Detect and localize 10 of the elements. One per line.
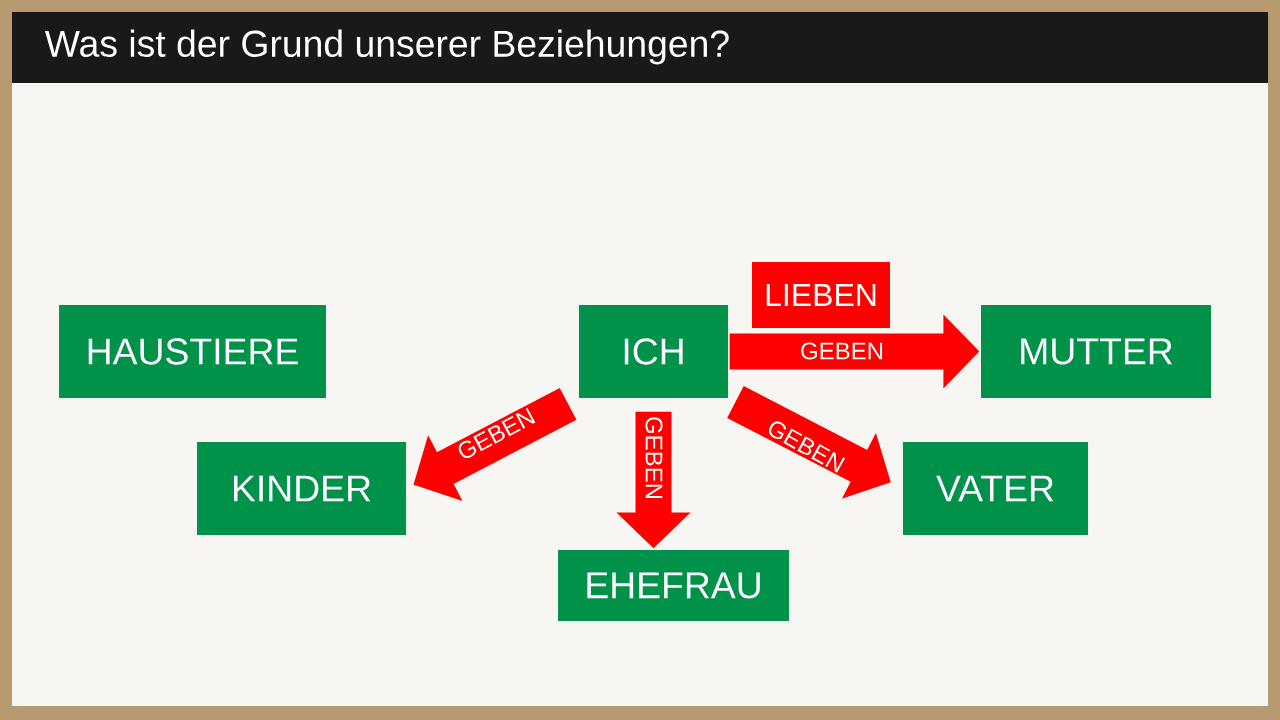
person-box: VATER <box>903 441 1089 536</box>
edge-label: GEBEN <box>801 342 883 360</box>
edge-label: GEBEN <box>645 417 663 499</box>
title-bar: Was ist der Grund unserer Beziehungen? <box>12 12 1268 83</box>
person-box: MUTTER <box>981 304 1211 399</box>
person-box: HAUSTIERE <box>59 304 326 399</box>
person-box: KINDER <box>197 441 407 536</box>
label-box: LIEBEN <box>752 262 890 328</box>
person-box: EHEFRAU <box>558 550 789 621</box>
person-box: ICH <box>579 304 729 399</box>
